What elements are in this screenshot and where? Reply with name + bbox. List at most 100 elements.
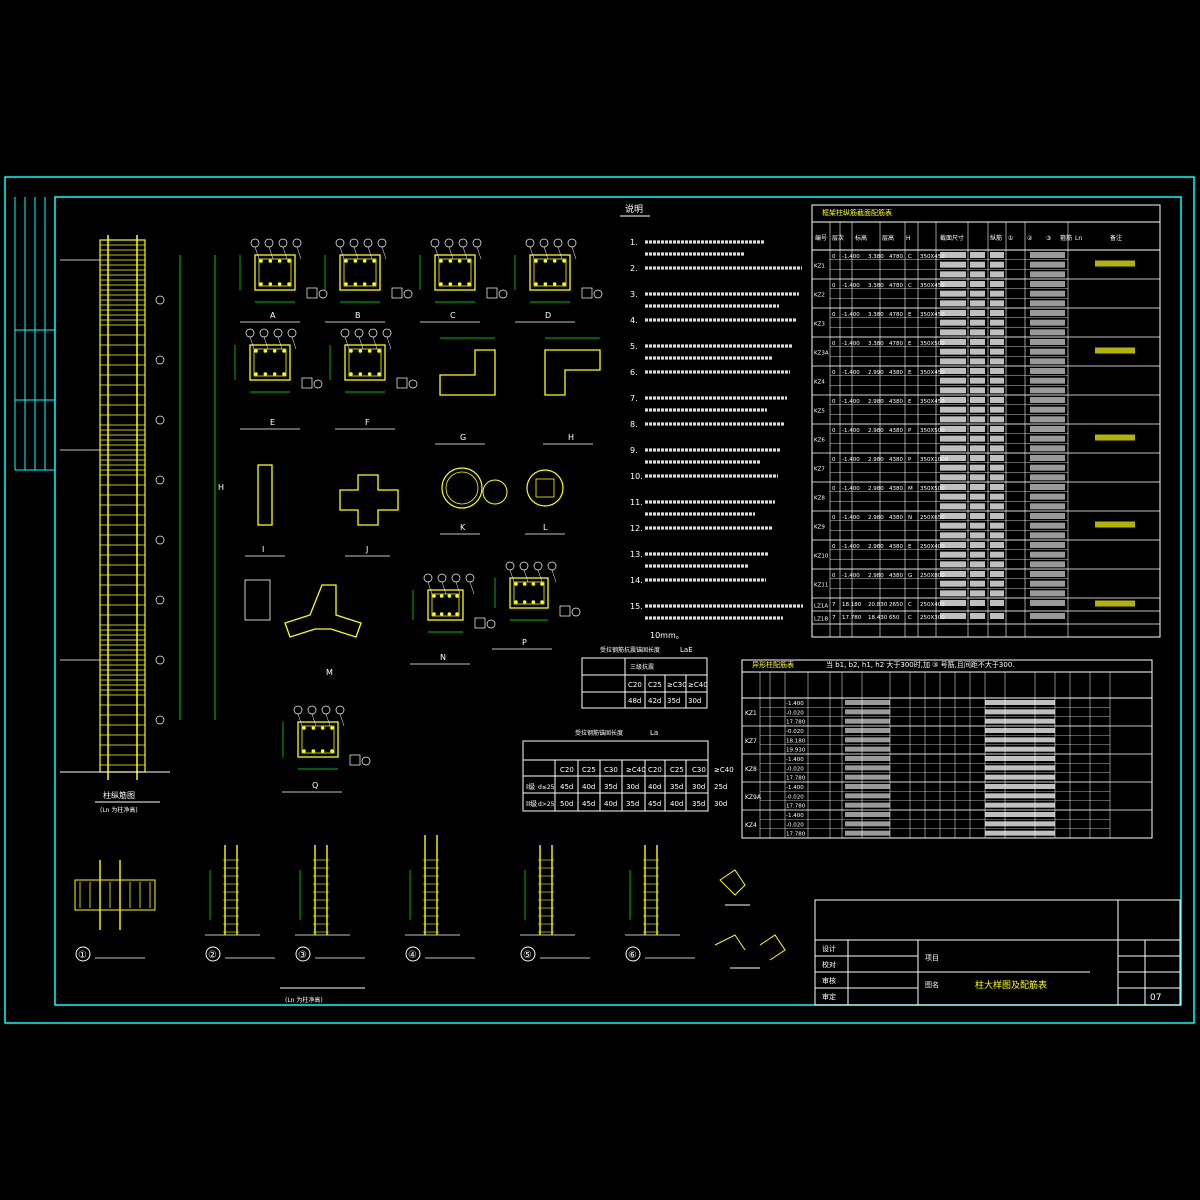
callout-icon — [444, 238, 454, 248]
callout-icon — [335, 705, 345, 715]
callout-icon — [259, 328, 269, 338]
col-header-cell: 截面尺寸 — [940, 234, 964, 242]
col-cell: P — [908, 457, 912, 463]
detail-6: ⑥ — [625, 845, 695, 962]
col-cell: -1.400 — [842, 515, 860, 521]
section-label: G — [460, 433, 466, 442]
section-K: K — [440, 467, 508, 535]
col-cell: 4780 — [889, 283, 903, 289]
col-cell: E — [908, 544, 912, 550]
col-cell: -1.400 — [842, 254, 860, 260]
note-number: 5. — [630, 342, 638, 351]
callout-icon — [335, 238, 345, 248]
callout-icon — [505, 561, 515, 571]
col-cell: -1.400 — [842, 312, 860, 318]
elevation-subtitle: (Ln 为柱净高) — [100, 806, 138, 814]
section-label: C — [450, 311, 456, 320]
lap-table-title: 受拉钢筋锚固长度 — [575, 729, 623, 737]
callout-icon — [313, 379, 323, 389]
col-floor-cell: 0 — [832, 312, 836, 318]
col-cell: 2.980 — [868, 399, 884, 405]
detail-4: ④ — [405, 835, 475, 962]
special-table-title: 异形柱配筋表 — [752, 660, 794, 669]
note-number: 14. — [630, 576, 643, 585]
callout-icon — [250, 238, 260, 248]
lap-cell: 35d — [604, 783, 617, 791]
lap-cell: 35d — [626, 800, 639, 808]
col-header-cell: ③ — [1046, 235, 1051, 242]
col-cell: 18.180 — [842, 602, 862, 608]
col-cell: 350X450 — [920, 283, 945, 289]
callout-icon — [533, 561, 543, 571]
lap-table-symbol: La — [650, 729, 658, 737]
section-label: K — [460, 523, 466, 532]
col-cell: 20.830 — [868, 602, 888, 608]
anchor-h-c25: C25 — [648, 681, 662, 689]
note-number: 15. — [630, 602, 643, 611]
col-header-cell: 编号 — [815, 234, 827, 242]
col-header-cell: 箍筋 — [1060, 234, 1072, 242]
tb-project: 项目 — [925, 954, 939, 962]
detail-number: ⑥ — [628, 950, 637, 961]
tb-check: 校对 — [822, 960, 836, 969]
section-L: L — [525, 469, 565, 535]
detail-number: ⑤ — [523, 950, 532, 961]
section-label: P — [522, 638, 527, 647]
col-id-cell: KZ3 — [814, 322, 825, 328]
callout-icon — [245, 328, 255, 338]
sp-cell: 18.180 — [786, 738, 806, 744]
callout-icon — [349, 238, 359, 248]
callout-icon — [465, 573, 475, 583]
col-cell: 350X450 — [920, 370, 945, 376]
left-margin-strip — [14, 197, 55, 471]
sp-cell: -1.400 — [786, 813, 804, 819]
col-cell: 350X1000 — [920, 457, 949, 463]
notes-tail: 10mm。 — [650, 631, 684, 640]
detail-number: ④ — [408, 950, 417, 961]
detail-number-icon — [75, 946, 91, 962]
section-A: A — [239, 238, 328, 323]
col-cell: 3.380 — [868, 283, 884, 289]
col-cell: 4380 — [889, 399, 903, 405]
col-floor-cell: 0 — [832, 573, 836, 579]
callout-icon — [287, 328, 297, 338]
col-cell: 2650 — [889, 602, 903, 608]
col-id-cell: KZ5 — [814, 409, 825, 415]
section-P: P — [492, 561, 581, 650]
col-cell: -1.400 — [842, 486, 860, 492]
sp-cell: 17.780 — [786, 720, 806, 726]
notes-title: 说明 — [625, 203, 643, 215]
sp-id-cell: KZ7 — [745, 738, 757, 745]
section-D: D — [514, 238, 603, 323]
callout-icon — [547, 561, 557, 571]
section-J: J — [339, 474, 399, 557]
anchor-h-c30: ≥C30 — [667, 681, 687, 689]
callout-icon — [423, 573, 433, 583]
sp-cell: 17.780 — [786, 832, 806, 838]
col-floor-cell: 0 — [832, 428, 836, 434]
col-floor-cell: 0 — [832, 457, 836, 463]
sp-id-cell: KZ4 — [745, 822, 757, 829]
lap-cell: d≤25 — [538, 784, 555, 791]
lap-header-cell: C30 — [692, 766, 706, 774]
col-header-cell: 纵筋 — [990, 234, 1002, 242]
col-cell: 2.980 — [868, 428, 884, 434]
col-cell: -1.400 — [842, 370, 860, 376]
lap-cell: 40d — [604, 800, 617, 808]
col-cell: 350X450 — [920, 312, 945, 318]
col-cell: E — [908, 370, 912, 376]
col-id-cell: KZ1 — [814, 264, 825, 270]
col-cell: 4780 — [889, 312, 903, 318]
note-number: 3. — [630, 290, 638, 299]
col-cell: C — [908, 254, 912, 260]
col-cell: N — [908, 515, 912, 521]
col-id-cell: KZ3A — [814, 351, 829, 357]
section-E: E — [234, 328, 323, 430]
callout-icon — [539, 238, 549, 248]
special-column-table: 异形柱配筋表 当 b1, b2, h1, h2 大于300时,加 ③ 号筋,且间… — [741, 659, 1153, 839]
col-cell: 4380 — [889, 457, 903, 463]
callout-icon — [307, 705, 317, 715]
col-floor-cell: 0 — [832, 283, 836, 289]
detail-number: ② — [208, 950, 217, 961]
anchor-v2: 42d — [648, 697, 661, 705]
